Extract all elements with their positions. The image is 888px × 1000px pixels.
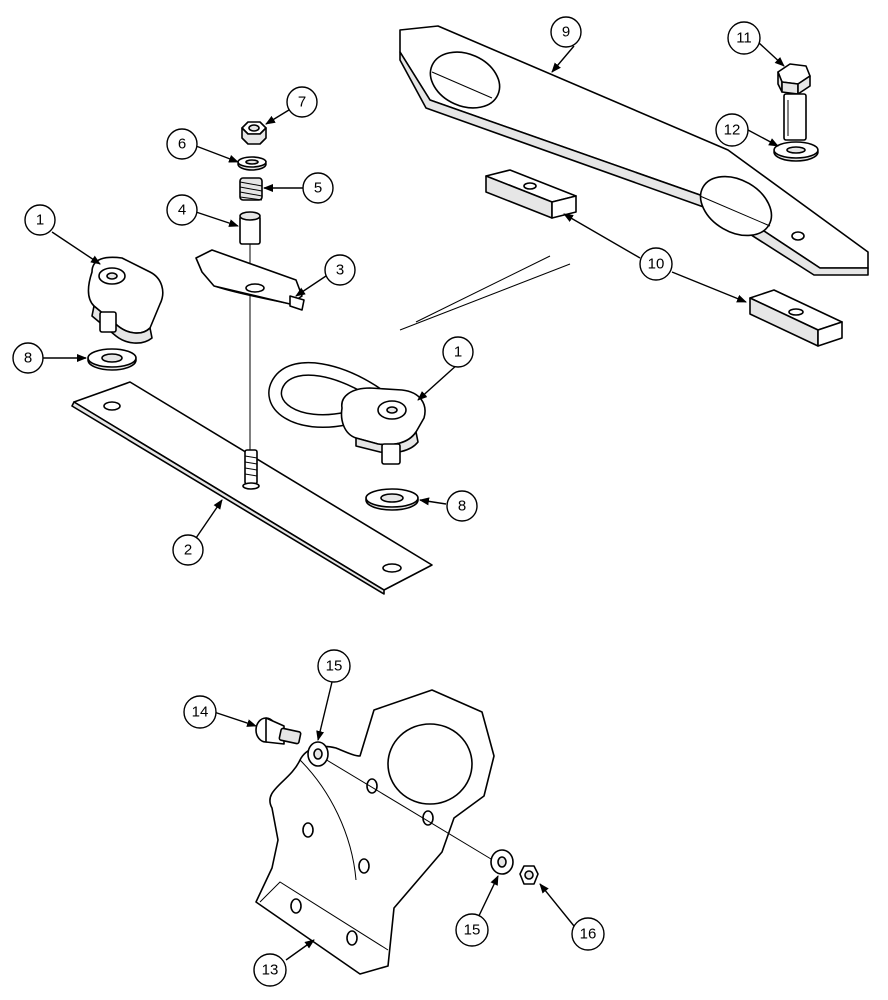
svg-text:14: 14 — [192, 704, 209, 721]
callout-1-left: 1 — [24, 204, 56, 236]
svg-text:13: 13 — [262, 962, 279, 979]
svg-text:4: 4 — [178, 202, 186, 219]
svg-text:3: 3 — [336, 262, 344, 279]
washer-part-8-left — [87, 348, 137, 371]
spacer-block-part-10-lower — [749, 289, 843, 347]
spacer-block-part-10-upper — [485, 169, 577, 219]
svg-text:7: 7 — [298, 94, 306, 111]
assembly-pointer-line — [415, 255, 551, 323]
nut-part-7 — [241, 121, 267, 145]
svg-text:11: 11 — [736, 30, 752, 47]
bolt-part-11 — [777, 63, 811, 141]
svg-text:1: 1 — [36, 212, 44, 229]
washer-part-8-right — [365, 488, 419, 511]
svg-text:8: 8 — [458, 498, 466, 515]
callout-6: 6 — [166, 128, 198, 160]
callout-1-right: 1 — [442, 336, 474, 368]
callout-16: 16 — [571, 917, 605, 951]
svg-text:2: 2 — [184, 542, 192, 559]
svg-text:5: 5 — [314, 180, 322, 197]
screw-part-14 — [255, 717, 302, 745]
nut-part-16 — [519, 865, 539, 885]
callout-9: 9 — [550, 16, 582, 48]
washer-part-15-upper — [307, 741, 329, 767]
callout-11: 11 — [727, 21, 761, 55]
spring-part-5 — [239, 177, 263, 201]
callout-3: 3 — [324, 254, 356, 286]
fastener-axis-line — [319, 755, 497, 863]
svg-text:15: 15 — [326, 658, 343, 675]
stud-part-pin — [242, 449, 260, 490]
callout-14: 14 — [183, 695, 217, 729]
svg-text:1: 1 — [454, 344, 462, 361]
bushing-part-4 — [239, 211, 261, 245]
washer-part-6 — [237, 156, 267, 171]
assembly-pointer-line — [399, 263, 571, 331]
svg-text:15: 15 — [464, 922, 481, 939]
svg-text:8: 8 — [24, 350, 32, 367]
callout-2: 2 — [172, 534, 204, 566]
washer-part-12 — [773, 141, 819, 162]
bracket-part-3 — [195, 249, 305, 311]
tie-down-ring-part-1-left — [87, 256, 240, 374]
svg-text:10: 10 — [648, 256, 665, 273]
svg-text:6: 6 — [178, 136, 186, 153]
callout-12: 12 — [715, 113, 749, 147]
callout-5: 5 — [302, 172, 334, 204]
svg-text:9: 9 — [562, 24, 570, 41]
callout-10: 10 — [639, 247, 673, 281]
washer-part-15-lower — [490, 849, 514, 875]
svg-text:12: 12 — [724, 122, 741, 139]
svg-text:16: 16 — [580, 926, 597, 943]
mounting-bar-part-9 — [399, 25, 869, 276]
tie-down-ring-part-1-right — [268, 361, 426, 465]
callout-7: 7 — [286, 86, 318, 118]
callout-15-upper: 15 — [317, 649, 351, 683]
leader-lines — [42, 41, 785, 961]
callout-4: 4 — [166, 194, 198, 226]
callout-15-lower: 15 — [455, 913, 489, 947]
callout-13: 13 — [253, 953, 287, 987]
callout-8-right: 8 — [446, 490, 478, 522]
callout-8-left: 8 — [12, 342, 44, 374]
